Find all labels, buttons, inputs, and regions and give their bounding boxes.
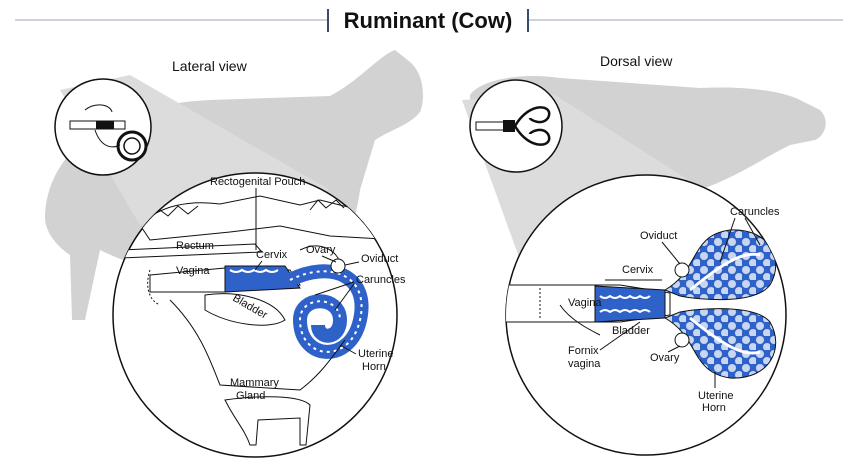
label-uterine-horn-dorsal-1: Uterine bbox=[698, 390, 733, 402]
label-rectum: Rectum bbox=[176, 240, 214, 252]
label-caruncles-lateral: Caruncles bbox=[356, 274, 406, 286]
label-bladder-dorsal: Bladder bbox=[612, 325, 650, 337]
label-cervix-lateral: Cervix bbox=[256, 249, 288, 261]
thumbnail-tract-left bbox=[69, 104, 148, 162]
label-oviduct-dorsal: Oviduct bbox=[640, 230, 677, 242]
label-rectogenital-pouch: Rectogenital Pouch bbox=[210, 176, 305, 188]
label-uterine-horn-dorsal-2: Horn bbox=[702, 402, 726, 414]
label-ovary-dorsal: Ovary bbox=[650, 352, 680, 364]
label-vagina-lateral: Vagina bbox=[176, 265, 210, 277]
dorsal-anatomy bbox=[506, 229, 777, 379]
thumbnail-tract-right bbox=[475, 106, 551, 146]
label-mammary-gland-1: Mammary bbox=[230, 377, 279, 389]
label-fornix-vagina-1: Fornix bbox=[568, 345, 599, 357]
label-uterine-horn-lateral-2: Horn bbox=[362, 361, 386, 373]
dorsal-view-heading: Dorsal view bbox=[600, 53, 673, 69]
page-title: Ruminant (Cow) bbox=[344, 8, 513, 33]
label-caruncles-dorsal: Caruncles bbox=[730, 206, 780, 218]
label-mammary-gland-2: Gland bbox=[236, 390, 265, 402]
label-fornix-vagina-2: vagina bbox=[568, 358, 601, 370]
label-ovary-lateral: Ovary bbox=[306, 244, 336, 256]
lateral-anatomy bbox=[119, 195, 397, 446]
label-cervix-dorsal: Cervix bbox=[622, 264, 654, 276]
label-uterine-horn-lateral-1: Uterine bbox=[358, 348, 393, 360]
label-vagina-dorsal: Vagina bbox=[568, 297, 602, 309]
label-oviduct-lateral: Oviduct bbox=[361, 253, 398, 265]
header-rule bbox=[15, 9, 843, 32]
lateral-view-heading: Lateral view bbox=[172, 58, 248, 74]
